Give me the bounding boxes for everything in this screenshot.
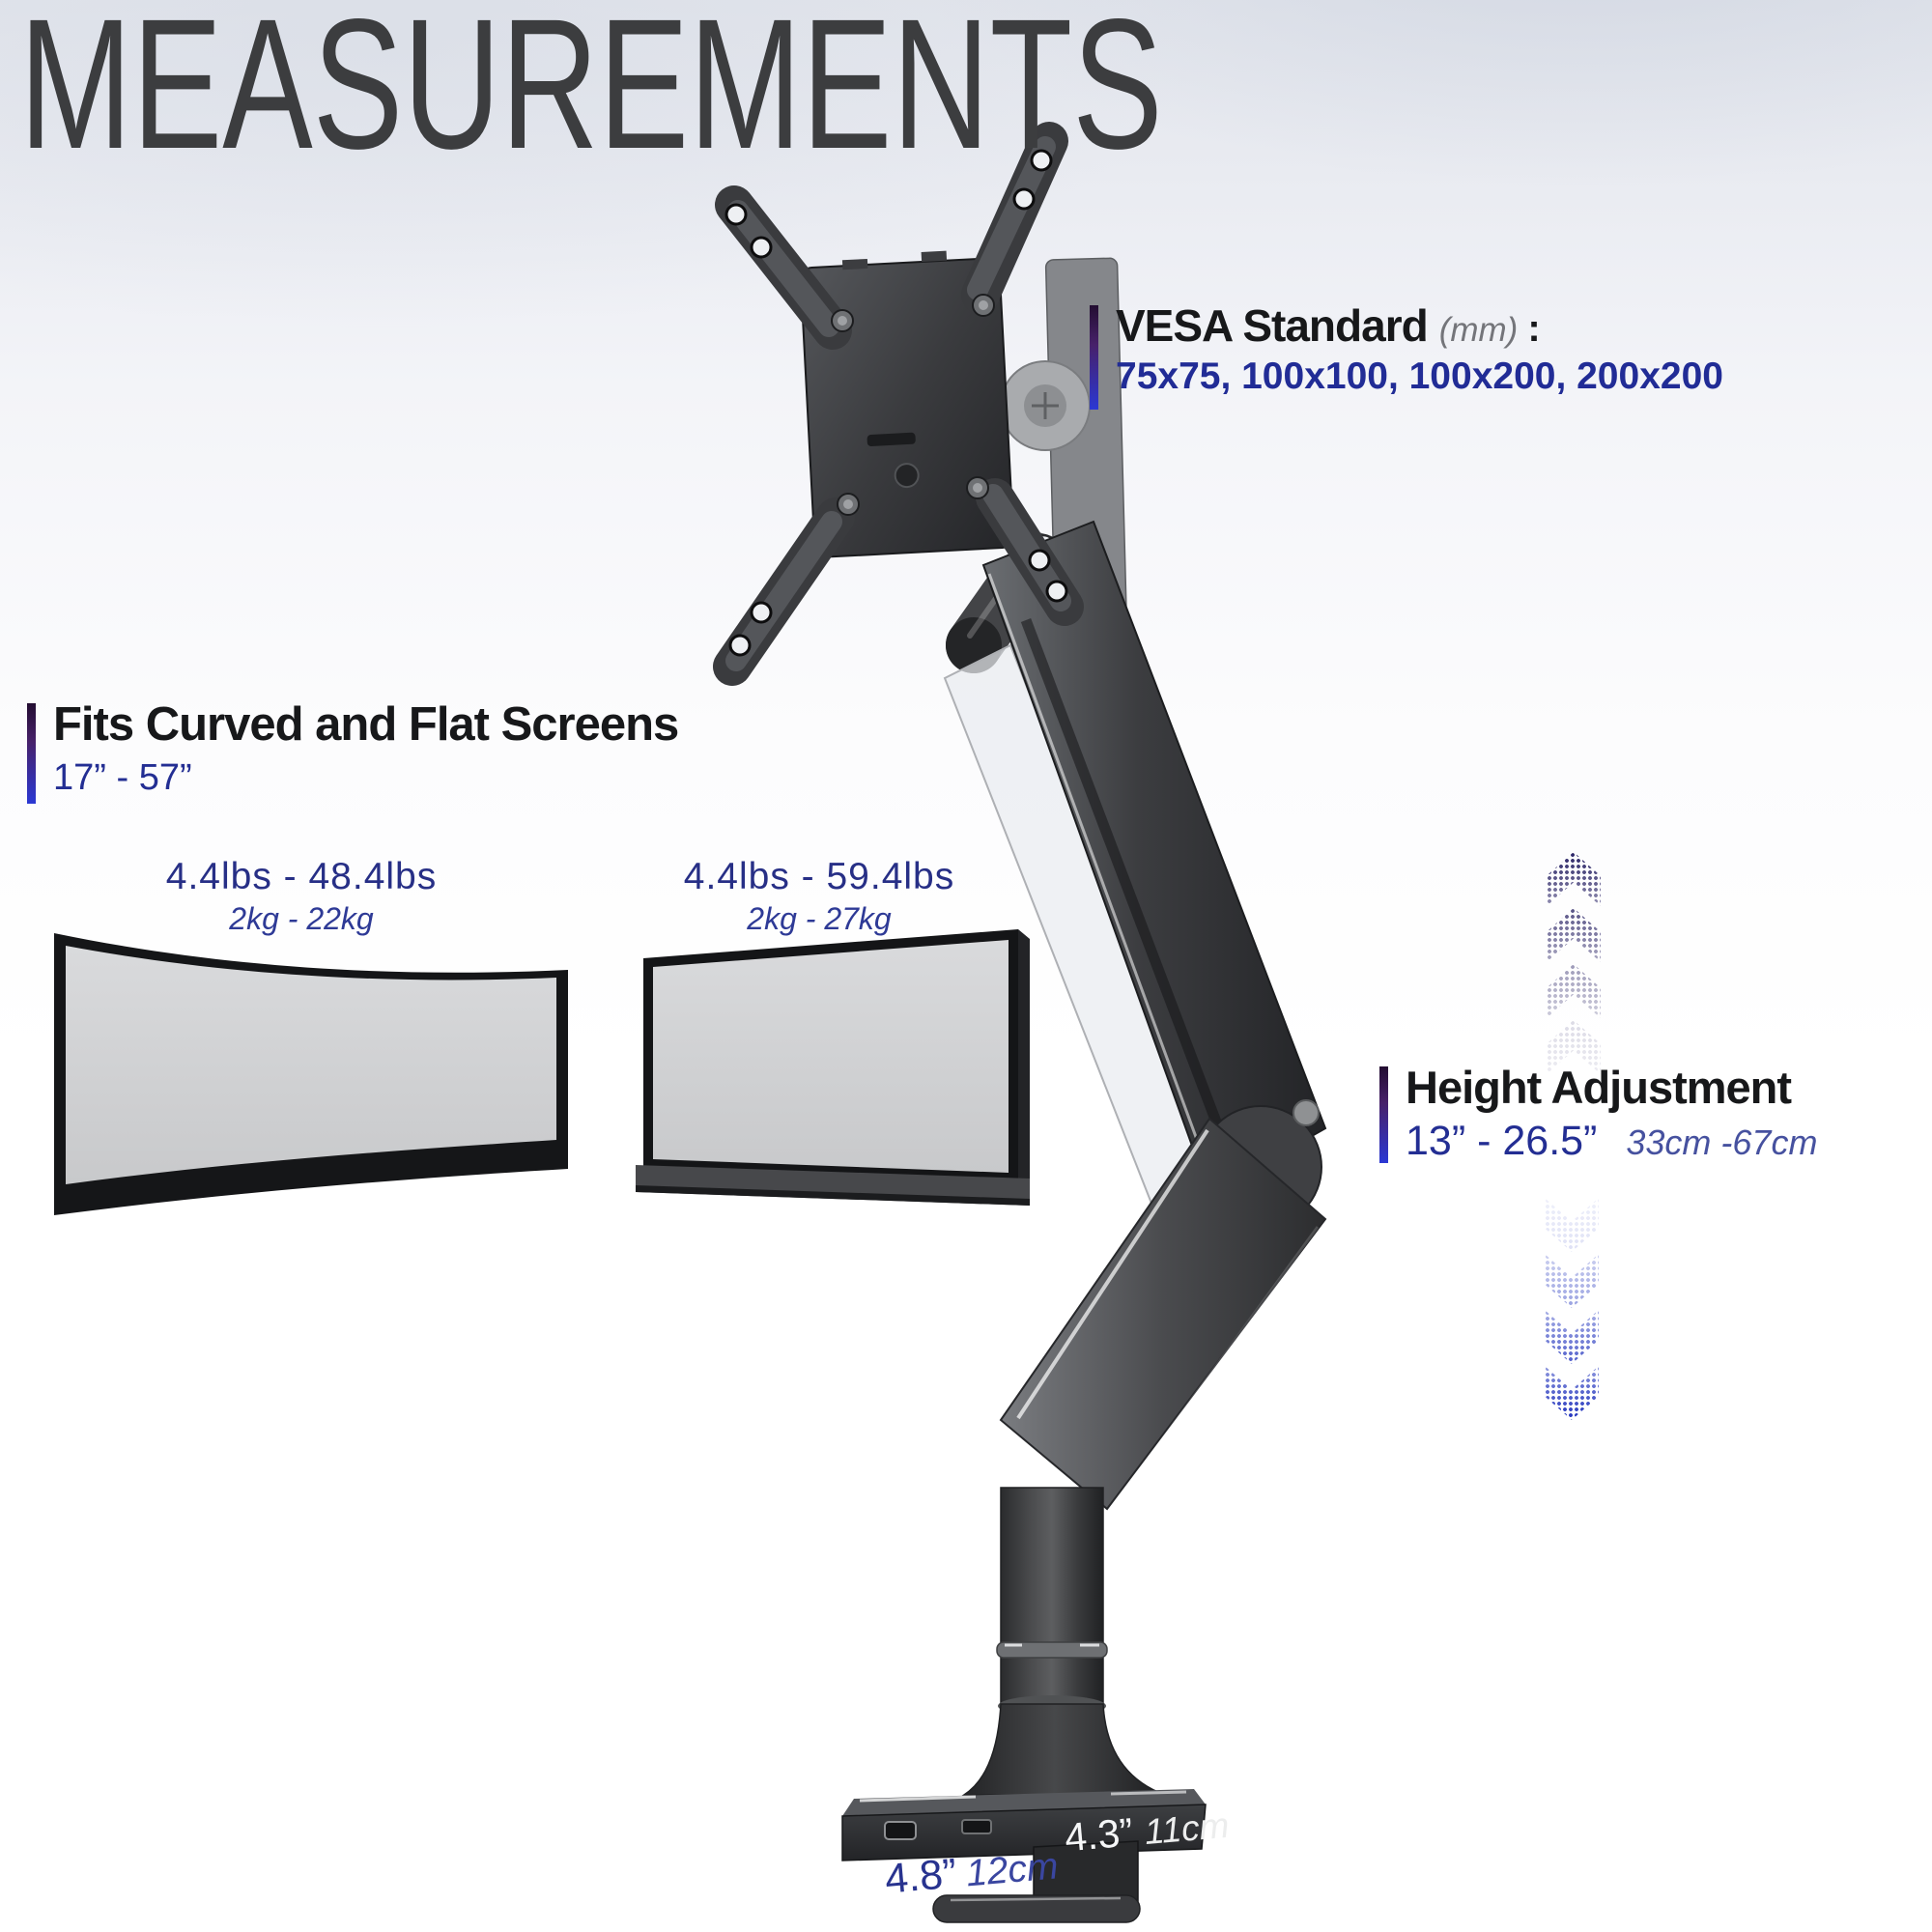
vesa-plate-screws	[831, 294, 995, 516]
base-cone	[961, 1703, 1166, 1796]
fits-heading: Fits Curved and Flat Screens	[53, 698, 679, 751]
vesa-colon: :	[1527, 307, 1541, 350]
height-range-inches: 13” - 26.5”	[1406, 1118, 1598, 1164]
desk-clamp	[841, 1789, 1207, 1923]
vesa-arm-bottom-left	[713, 497, 855, 686]
flat-monitor	[636, 929, 1030, 1206]
clamp-depth-inches: 4.3”	[1063, 1809, 1135, 1861]
height-down-arrows-icon	[1545, 1198, 1599, 1422]
vesa-arm-bottom-right	[976, 478, 1084, 626]
usb-port	[884, 1821, 917, 1840]
post-ring	[996, 1641, 1108, 1659]
curved-monitor	[54, 933, 568, 1215]
chevron-up-icon	[1547, 852, 1601, 906]
chevron-down-icon	[1545, 1366, 1599, 1420]
height-up-arrows-icon	[1547, 852, 1601, 1076]
flat-screen-capacity: 4.4lbs - 59.4lbs 2kg - 27kg	[607, 856, 1032, 937]
accent-bar	[1090, 305, 1098, 410]
height-range-cm: 33cm -67cm	[1626, 1122, 1818, 1162]
curved-screen-capacity: 4.4lbs - 48.4lbs 2kg - 22kg	[89, 856, 514, 937]
fits-screens-section: Fits Curved and Flat Screens 17” - 57”	[27, 697, 679, 804]
vesa-heading: VESA Standard	[1116, 300, 1429, 351]
vesa-arm-top-right	[961, 122, 1068, 314]
chevron-down-icon	[1545, 1254, 1599, 1308]
height-range-row: 13” - 26.5” 33cm -67cm	[1406, 1118, 1817, 1165]
vesa-standard-section: VESA Standard (mm) : 75x75, 100x100, 100…	[1090, 299, 1723, 410]
base-post	[961, 1487, 1166, 1796]
flat-capacity-lbs: 4.4lbs - 59.4lbs	[683, 856, 955, 897]
clamp-width-cm: 12cm	[964, 1845, 1061, 1895]
vesa-values: 75x75, 100x100, 100x200, 200x200	[1116, 355, 1723, 397]
vesa-unit: (mm)	[1438, 311, 1519, 349]
clamp-width-inches: 4.8”	[883, 1850, 959, 1903]
height-adjustment-section: Height Adjustment 13” - 26.5” 33cm -67cm	[1379, 1061, 1817, 1165]
lower-arm	[999, 1117, 1327, 1511]
vesa-plate	[799, 250, 1015, 558]
vesa-heading-row: VESA Standard (mm) :	[1116, 299, 1723, 352]
curved-capacity-kg: 2kg - 22kg	[229, 901, 374, 936]
flat-capacity-kg: 2kg - 27kg	[747, 901, 892, 936]
height-heading: Height Adjustment	[1406, 1062, 1792, 1113]
chevron-up-icon	[1547, 964, 1601, 1018]
accent-bar	[27, 703, 36, 804]
accent-bar	[1379, 1066, 1388, 1163]
upper-arm	[981, 520, 1327, 1196]
chevron-up-icon	[1547, 908, 1601, 962]
chevron-down-icon	[1545, 1198, 1599, 1252]
clamp-depth-cm: 11cm	[1142, 1804, 1231, 1853]
page-title: MEASUREMENTS	[19, 0, 1163, 187]
curved-capacity-lbs: 4.4lbs - 48.4lbs	[165, 856, 438, 897]
chevron-down-icon	[1545, 1310, 1599, 1364]
usb-port	[961, 1819, 992, 1834]
vesa-arm-top-left	[715, 185, 852, 350]
fits-range: 17” - 57”	[53, 757, 192, 798]
clamp-foot	[932, 1894, 1141, 1923]
